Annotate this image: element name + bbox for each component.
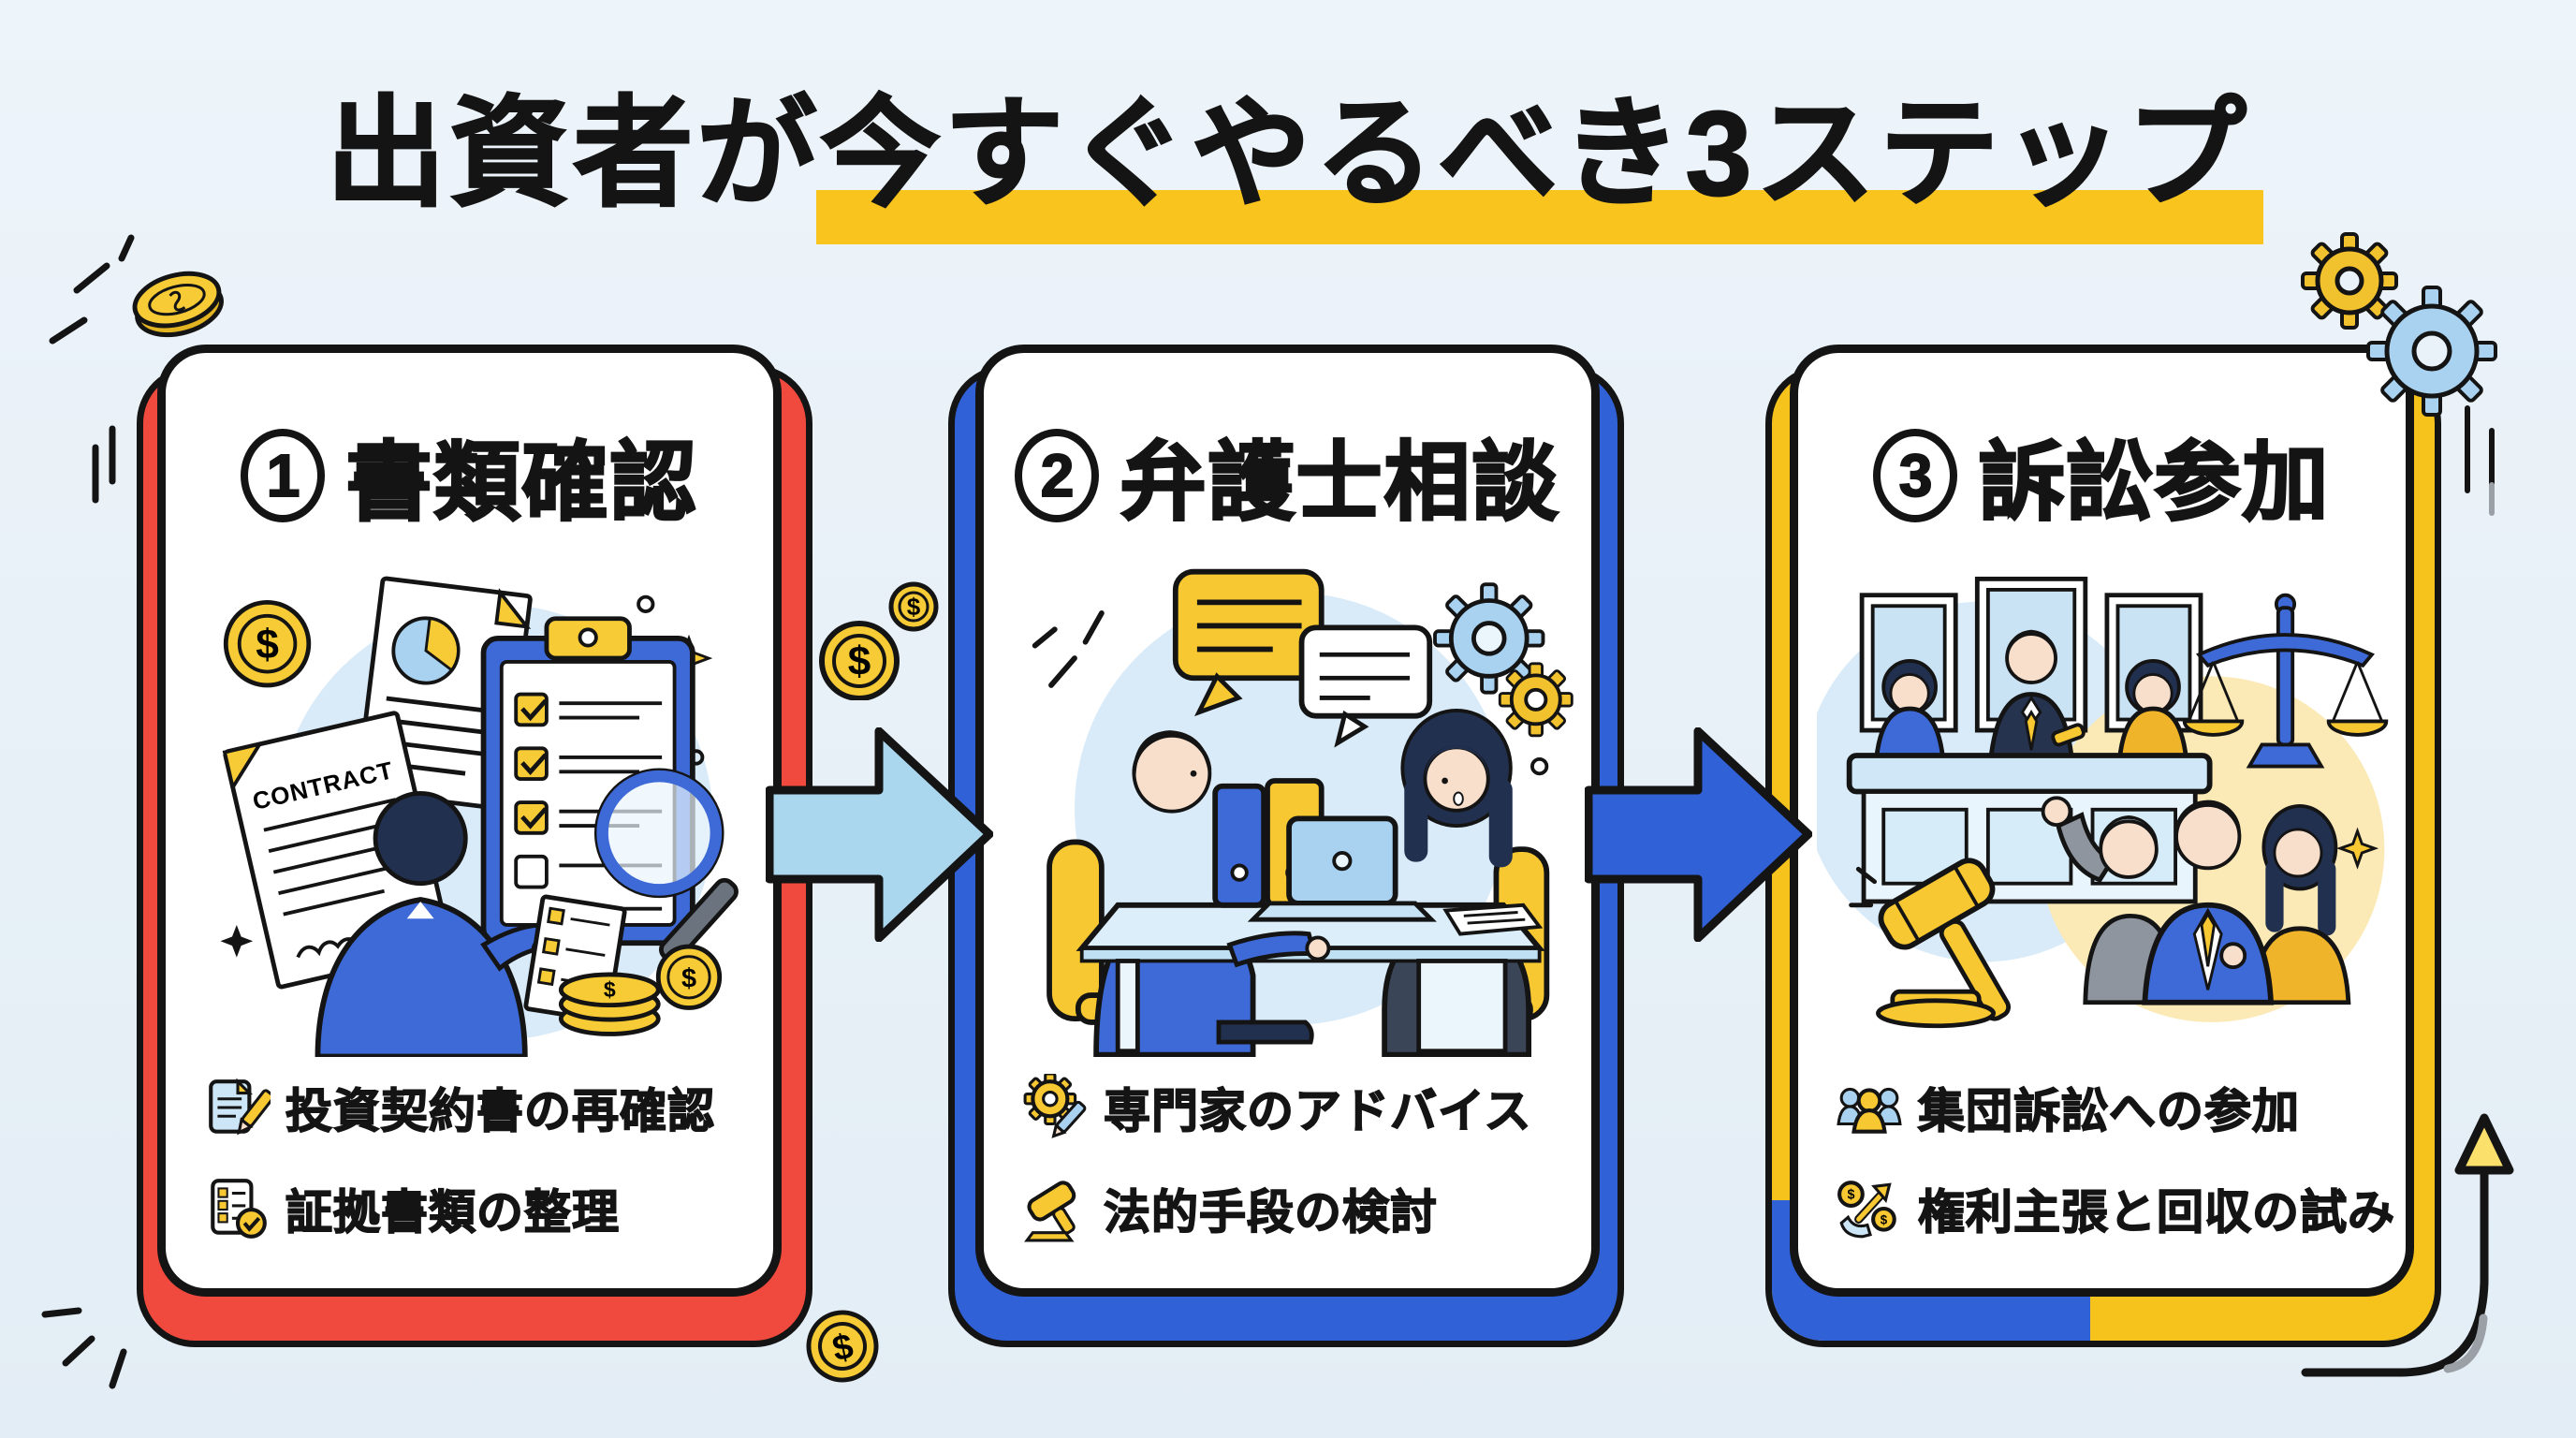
step3-heading: 3 訴訟参加 xyxy=(1798,413,2406,537)
gear-pencil-icon xyxy=(1023,1074,1087,1138)
list-item: 集団訴訟への参加 xyxy=(1836,1074,2395,1141)
money-recovery-icon: $ $ xyxy=(1837,1181,1896,1239)
bullet-text: 投資契約書の再確認 xyxy=(285,1084,715,1138)
gear-icons xyxy=(2301,232,2497,417)
title-highlight-bar xyxy=(816,190,2263,244)
step3-bullets: 集団訴訟への参加 $ $ 権利主張と回収の試み xyxy=(1836,1074,2395,1242)
coin-stack-icon: $ $ xyxy=(558,944,723,1036)
list-item: $ $ 権利主張と回収の試み xyxy=(1836,1175,2395,1242)
step2-card: 2 弁護士相談 xyxy=(975,345,1600,1297)
svg-text:$: $ xyxy=(907,593,921,621)
scales-of-justice-icon xyxy=(2182,593,2389,769)
bullet-text: 法的手段の検討 xyxy=(1103,1185,1438,1240)
title-highlighted: 今すぐやるべき3ステップ xyxy=(819,86,2250,222)
bullet-text: 専門家のアドバイス xyxy=(1103,1084,1532,1138)
gear-icon xyxy=(1433,582,1545,695)
list-item: 法的手段の検討 xyxy=(1021,1175,1532,1242)
paper-on-desk xyxy=(1442,902,1544,936)
magnifier-icon xyxy=(593,768,739,963)
document-check-illustration: $ CONTRACT xyxy=(220,576,739,1057)
speech-bubble-white xyxy=(1298,624,1433,748)
step2-number-badge: 2 xyxy=(1015,428,1100,522)
gavel xyxy=(1849,858,2012,1029)
step1-bullets: 投資契約書の再確認 証拠書類の整理 xyxy=(203,1074,715,1242)
svg-text:$: $ xyxy=(256,622,279,668)
list-item: 専門家のアドバイス xyxy=(1021,1074,1532,1141)
list-item: 投資契約書の再確認 xyxy=(203,1074,715,1141)
step1-number-badge: 1 xyxy=(241,428,326,522)
step1-heading: 1 書類確認 xyxy=(166,413,773,537)
coin-icon: $ xyxy=(806,1310,879,1383)
svg-text:$: $ xyxy=(604,977,616,1002)
step2-bullets: 専門家のアドバイス 法的手段の検討 xyxy=(1021,1074,1532,1242)
judge-bench xyxy=(1846,753,2213,904)
arrow-step1-step2 xyxy=(766,727,993,942)
coin-icon: $ xyxy=(223,599,312,688)
laptop xyxy=(1247,815,1437,922)
sparkle-icon xyxy=(220,924,254,958)
lawyer-consultation-illustration xyxy=(1032,568,1573,1057)
curved-up-arrow xyxy=(2301,1113,2514,1377)
step1-title: 書類確認 xyxy=(344,434,698,533)
plaintiffs-group xyxy=(2041,796,2351,1005)
courtroom-illustration xyxy=(1817,576,2389,1029)
bullet-text: 証拠書類の整理 xyxy=(285,1185,620,1240)
step3-title: 訴訟参加 xyxy=(1977,434,2331,533)
gear-icon xyxy=(1498,662,1573,738)
step2-title: 弁護士相談 xyxy=(1119,434,1560,533)
judges xyxy=(1873,629,2189,762)
sparkle-icon xyxy=(2335,827,2379,870)
coin-icon xyxy=(132,271,224,338)
gear-icon-yellow xyxy=(2301,232,2398,330)
title-prefix: 出資者が xyxy=(325,86,821,222)
sparkle-lines xyxy=(41,1307,127,1389)
svg-text:$: $ xyxy=(681,963,696,993)
group-people-icon xyxy=(1837,1087,1902,1134)
investor-person xyxy=(315,791,627,1057)
bullet-text: 集団訴訟への参加 xyxy=(1917,1084,2300,1138)
list-item: 証拠書類の整理 xyxy=(203,1175,715,1242)
gear-icon-blue xyxy=(2366,286,2497,417)
step1-card: 1 書類確認 $ xyxy=(157,345,782,1297)
step3-number-badge: 3 xyxy=(1873,428,1958,522)
document-pencil-icon xyxy=(209,1078,271,1136)
svg-text:$: $ xyxy=(1881,1212,1888,1226)
sparkle-lines xyxy=(49,234,135,345)
svg-text:$: $ xyxy=(848,638,871,684)
dash-lines xyxy=(2465,405,2495,516)
step3-card: 3 訴訟参加 xyxy=(1790,345,2414,1297)
svg-text:$: $ xyxy=(1847,1188,1854,1203)
step2-heading: 2 弁護士相談 xyxy=(984,413,1591,537)
dash-lines xyxy=(92,425,116,504)
page-title: 出資者が今すぐやるべき3ステップ xyxy=(0,56,2576,244)
bullet-text: 権利主張と回収の試み xyxy=(1917,1185,2395,1240)
arrow-step2-step3 xyxy=(1585,727,1812,942)
coin-icons: $ $ xyxy=(819,581,939,700)
sparkle-lines xyxy=(1032,610,1105,688)
evidence-checklist-icon xyxy=(211,1179,267,1239)
gavel-icon xyxy=(1024,1181,1076,1242)
